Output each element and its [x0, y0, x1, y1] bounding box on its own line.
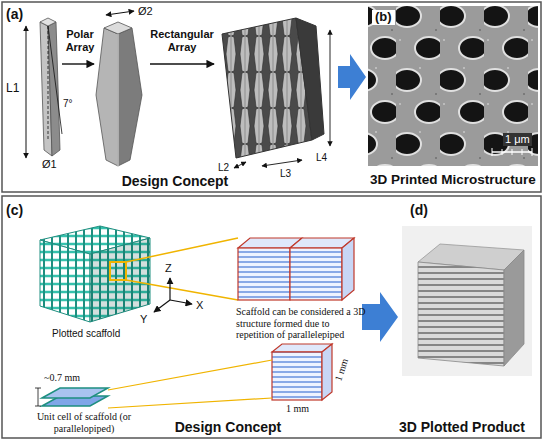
- panel-label: (c): [6, 202, 23, 218]
- flow-arrow: [362, 292, 398, 342]
- part-label: Unit cell of scaffold (or parallelopiped…: [14, 411, 154, 434]
- unit-cell: [35, 388, 108, 406]
- process-arrow: [62, 63, 94, 64]
- parallelepiped-stack: [272, 344, 332, 400]
- section-caption: 3D Printed Microstructure: [370, 172, 536, 188]
- note: Scaffold can be considered a 3D structur…: [236, 306, 368, 341]
- dimension-label: L3: [280, 168, 291, 180]
- zoom-line: [126, 238, 238, 262]
- dimension-label: L1: [6, 82, 19, 96]
- axes: [154, 278, 192, 312]
- scale-bar: [492, 148, 532, 156]
- dimension-line: [262, 160, 302, 166]
- section-caption: Design Concept: [175, 419, 282, 435]
- part-label: Plotted scaffold: [52, 328, 120, 340]
- panel-label: (a): [6, 6, 23, 22]
- zoom-line: [108, 360, 272, 390]
- sem-image: [368, 6, 538, 166]
- lattice: [222, 18, 324, 158]
- section-caption: 3D Plotted Product: [399, 419, 525, 435]
- zoom-line: [108, 398, 272, 408]
- axis-label: Y: [140, 313, 147, 326]
- dimension-label: ~0.7 mm: [44, 372, 80, 384]
- section-caption: Design Concept: [122, 173, 229, 189]
- panel-label: (d): [410, 202, 428, 218]
- dimension-label: L4: [316, 152, 327, 164]
- dimension-line: [234, 162, 246, 168]
- panel-label: (b): [372, 10, 395, 25]
- scaffold: [40, 226, 150, 322]
- process-arrow: [150, 63, 214, 64]
- dimension-label: L2: [218, 162, 229, 174]
- axis-label: Z: [165, 262, 172, 275]
- pillar: [40, 18, 62, 156]
- dimension-line: [330, 30, 331, 146]
- axis-label: X: [196, 299, 203, 312]
- dimension-label: 1 mm: [332, 357, 350, 382]
- highlight-box: [110, 262, 126, 280]
- dimension-label: Ø2: [138, 5, 153, 18]
- dimension-line: [26, 26, 27, 158]
- parallelepiped-stack: [238, 238, 354, 300]
- flow-arrow: [338, 54, 366, 100]
- panel-frame: [2, 2, 541, 192]
- zoom-line: [126, 280, 238, 300]
- dimension-line: [106, 11, 134, 15]
- panel-frame: [2, 196, 541, 438]
- step-label: Polar Array: [58, 28, 102, 53]
- product-photo: [402, 226, 532, 376]
- pillar: [96, 22, 142, 166]
- dimension-label: Ø1: [42, 158, 57, 171]
- dimension-label: 1 mm: [286, 403, 309, 415]
- scale-label: 1 μm: [503, 133, 532, 146]
- step-label: Rectangular Array: [146, 28, 218, 53]
- angle-label: 7°: [63, 98, 73, 110]
